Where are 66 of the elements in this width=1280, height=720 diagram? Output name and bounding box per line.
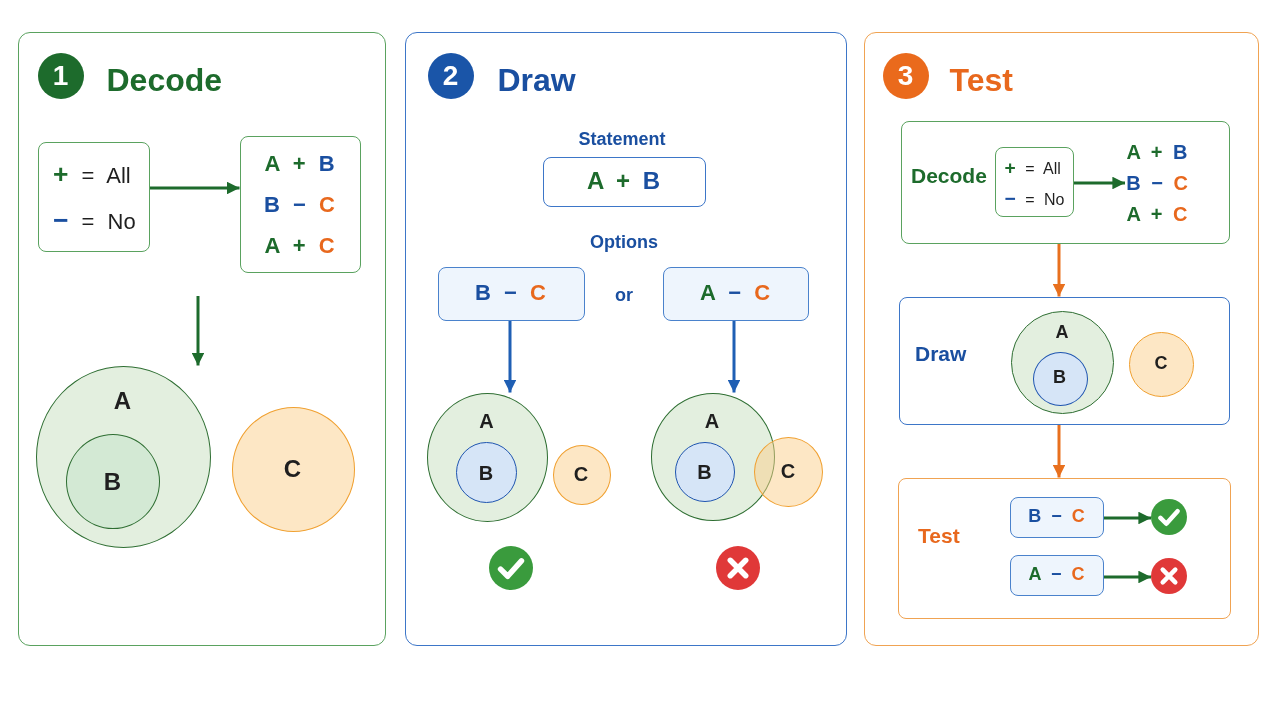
- step-label: Test: [918, 523, 960, 549]
- arrow: [149, 181, 240, 195]
- step-panel: [405, 32, 847, 646]
- statement-text: B − C: [1126, 171, 1188, 195]
- set-label: B: [478, 460, 494, 485]
- option-text: B − C: [475, 279, 546, 307]
- option-text: A − C: [1028, 564, 1085, 586]
- step-box: [897, 477, 1231, 619]
- statement-box: [542, 156, 706, 207]
- set-label: B: [103, 467, 122, 496]
- arrow: [727, 320, 741, 393]
- statement-text: A + B: [586, 166, 661, 196]
- set-label: B: [1053, 367, 1066, 389]
- key-entry: − = No: [53, 205, 136, 237]
- arrow: [1052, 243, 1066, 297]
- arrow: [191, 296, 205, 366]
- step-number: 3: [897, 58, 914, 93]
- option-box: [1010, 497, 1104, 538]
- step-box: [900, 120, 1230, 244]
- step-label: Decode: [911, 163, 987, 189]
- step-title: Test: [949, 60, 1013, 99]
- option-text: B − C: [1028, 506, 1085, 528]
- key-entry: − = No: [1004, 187, 1065, 210]
- set-label: A: [1055, 321, 1069, 344]
- arrow: [1074, 176, 1125, 190]
- set-label: C: [780, 459, 796, 483]
- set-label: C: [573, 462, 589, 486]
- step-title: Draw: [497, 60, 576, 99]
- key-entry: + = All: [1004, 156, 1061, 179]
- option-box: [1010, 555, 1104, 596]
- step-panel: [864, 32, 1259, 646]
- set-circle: [1032, 351, 1088, 406]
- statement-text: B − C: [264, 191, 335, 219]
- statement-text: A + B: [264, 150, 335, 178]
- set-label: B: [697, 459, 712, 484]
- statement-box: [239, 135, 361, 273]
- set-circle: [675, 442, 735, 502]
- statement-text: A + B: [1126, 140, 1188, 164]
- step-label: Draw: [915, 341, 967, 367]
- arrow: [1052, 424, 1066, 478]
- statement-text: A + C: [264, 232, 335, 260]
- option-box: [662, 266, 809, 321]
- arrow: [1104, 511, 1151, 525]
- step-title: Decode: [106, 60, 223, 99]
- step-number: 2: [442, 58, 459, 93]
- set-label: A: [113, 386, 132, 416]
- section-label: Options: [590, 232, 658, 254]
- key-box: [37, 141, 150, 252]
- set-label: A: [479, 409, 494, 433]
- option-box: [437, 266, 585, 321]
- statement-text: A + C: [1126, 202, 1188, 226]
- separator-text: or: [615, 285, 633, 307]
- arrow: [503, 320, 517, 393]
- arrow: [1104, 570, 1151, 584]
- set-label: C: [1154, 353, 1168, 375]
- set-label: C: [283, 454, 302, 484]
- check-icon: [1151, 499, 1187, 535]
- cross-icon: [1151, 558, 1187, 594]
- section-label: Statement: [578, 129, 666, 151]
- key-entry: + = All: [53, 159, 131, 191]
- set-label: A: [704, 409, 720, 433]
- key-box: [995, 147, 1074, 217]
- option-text: A − C: [699, 279, 771, 307]
- step-panel: [18, 32, 386, 646]
- step-number: 1: [52, 58, 69, 93]
- step-box: [898, 296, 1230, 425]
